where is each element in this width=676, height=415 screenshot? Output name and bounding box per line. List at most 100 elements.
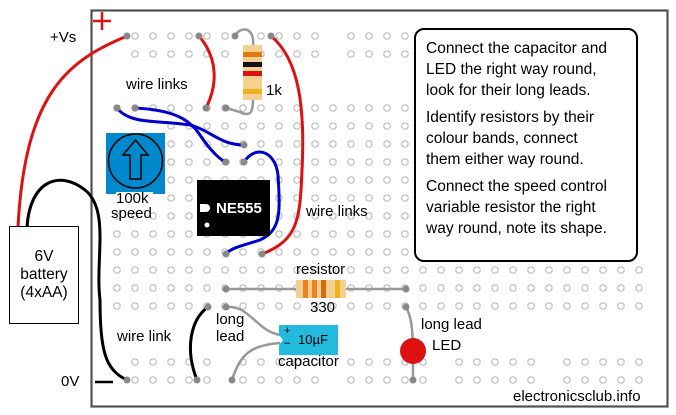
board-hole [329, 176, 337, 184]
board-hole [329, 140, 337, 148]
board-hole [509, 358, 517, 366]
board-hole [293, 50, 301, 58]
board-hole [149, 32, 157, 40]
board-hole [311, 248, 319, 256]
board-hole [203, 358, 211, 366]
board-hole [509, 266, 517, 274]
board-hole [149, 284, 157, 292]
board-hole [293, 104, 301, 112]
board-hole [293, 230, 301, 238]
board-hole [275, 376, 283, 384]
solder-pad [402, 285, 410, 293]
wire-links-right-label: wire links [306, 203, 368, 220]
board-hole [167, 140, 175, 148]
chip-label: NE555 [216, 200, 262, 217]
board-hole [401, 230, 409, 238]
board-hole [365, 122, 373, 130]
board-hole [473, 266, 481, 274]
board-hole [365, 302, 373, 310]
board-hole [131, 212, 139, 220]
board-hole [365, 358, 373, 366]
resistor-1k-label: 1k [266, 82, 282, 99]
board-hole [635, 284, 643, 292]
board-hole [293, 140, 301, 148]
board-hole [167, 194, 175, 202]
board-hole [311, 194, 319, 202]
resistor-1k-bands [243, 52, 262, 94]
board-hole [329, 122, 337, 130]
board-hole [311, 358, 319, 366]
board-hole [203, 284, 211, 292]
board-hole [347, 266, 355, 274]
board-hole [311, 376, 319, 384]
solder-pad [222, 285, 230, 293]
board-hole [167, 212, 175, 220]
solder-pad [222, 303, 230, 311]
board-hole [455, 376, 463, 384]
board-hole [455, 266, 463, 274]
board-hole [383, 376, 391, 384]
pot-body [106, 133, 165, 194]
board-hole [635, 266, 643, 274]
board-hole [509, 284, 517, 292]
board-hole [365, 212, 373, 220]
board-hole [131, 284, 139, 292]
board-hole [581, 266, 589, 274]
board-hole [257, 302, 265, 310]
led-label: LED [432, 337, 462, 354]
board-hole [239, 104, 247, 112]
board-hole [275, 302, 283, 310]
board-hole [293, 176, 301, 184]
board-hole [185, 104, 193, 112]
board-hole [203, 376, 211, 384]
board-hole [239, 248, 247, 256]
led-long-lead-label: long lead [421, 316, 482, 333]
board-hole [113, 230, 121, 238]
board-hole [131, 376, 139, 384]
stripboard-inner-border [91, 10, 668, 407]
board-hole [149, 358, 157, 366]
board-hole [419, 376, 427, 384]
board-hole [185, 230, 193, 238]
board-hole [149, 212, 157, 220]
board-hole [401, 50, 409, 58]
board-hole [383, 248, 391, 256]
board-hole [131, 248, 139, 256]
board-hole [131, 266, 139, 274]
solder-pad [267, 32, 275, 40]
board-hole [527, 302, 535, 310]
chip-pin1-dot [204, 222, 210, 228]
board-hole [311, 158, 319, 166]
board-hole [167, 376, 175, 384]
board-hole [347, 50, 355, 58]
potentiometer [106, 133, 165, 197]
board-hole [131, 230, 139, 238]
red-wire-link-2 [261, 34, 305, 256]
board-hole [365, 50, 373, 58]
board-hole [419, 266, 427, 274]
board-hole [437, 284, 445, 292]
board-hole [131, 50, 139, 58]
board-hole [599, 302, 607, 310]
board-hole [167, 176, 175, 184]
board-hole [329, 266, 337, 274]
board-hole [545, 284, 553, 292]
board-hole [329, 194, 337, 202]
solder-pad [193, 376, 201, 384]
board-hole [383, 32, 391, 40]
board-hole [113, 266, 121, 274]
resistor-band [243, 52, 262, 57]
solder-pad [222, 158, 230, 166]
board-hole [617, 284, 625, 292]
board-hole [221, 122, 229, 130]
board-hole [347, 358, 355, 366]
board-hole [203, 122, 211, 130]
solder-pad [231, 32, 239, 40]
solder-pad [195, 32, 203, 40]
board-hole [329, 248, 337, 256]
board-hole [329, 302, 337, 310]
board-hole [275, 140, 283, 148]
board-hole [185, 248, 193, 256]
board-hole [383, 358, 391, 366]
board-hole [167, 230, 175, 238]
